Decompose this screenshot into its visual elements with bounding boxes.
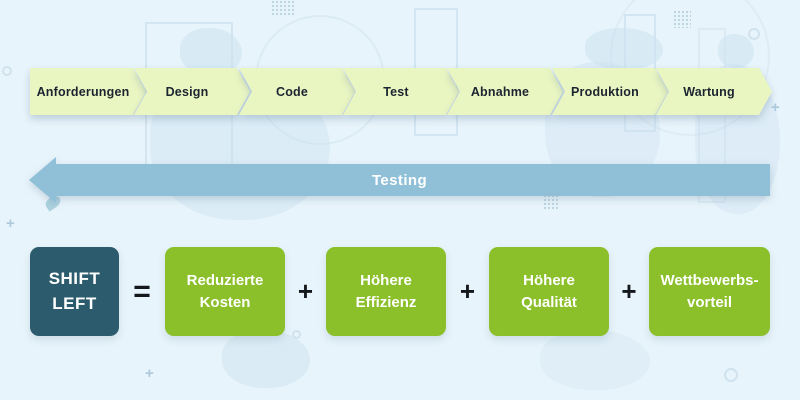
shift-left-box: SHIFT LEFT <box>30 247 119 336</box>
pipeline-stage-design: Design <box>134 68 250 115</box>
pipeline-stage-wartung: Wartung <box>656 68 772 115</box>
benefit-box-reduzierte-kosten: Reduzierte Kosten <box>165 247 285 336</box>
background-circle <box>2 66 12 76</box>
benefit-box-wettbewerbsvorteil: Wettbewerbs- vorteil <box>649 247 770 336</box>
background-figure <box>222 330 310 388</box>
pipeline-stage-abnahme: Abnahme <box>447 68 563 115</box>
background-figure <box>540 330 650 390</box>
background-dots <box>271 0 295 16</box>
background-figure <box>585 28 663 70</box>
pipeline-stage-code: Code <box>239 68 355 115</box>
background-plus: + <box>145 365 154 382</box>
background-dots <box>673 10 691 28</box>
testing-arrow-label: Testing <box>371 171 428 189</box>
plus-sign: + <box>459 276 476 306</box>
pipeline-stage-anforderungen: Anforderungen <box>30 68 146 115</box>
shift-left-line1: SHIFT <box>48 268 101 288</box>
shift-left-line2: LEFT <box>52 293 97 313</box>
testing-arrow-shape: Testing <box>29 157 770 203</box>
testing-arrow: Testing <box>29 157 770 203</box>
background-circle <box>748 28 760 40</box>
background-figure <box>718 34 754 68</box>
plus-sign: + <box>621 276 637 306</box>
pipeline-stage-produktion: Produktion <box>552 68 668 115</box>
plus-sign: + <box>297 276 314 306</box>
benefit-box-hoehere-qualitaet: Höhere Qualität <box>489 247 609 336</box>
benefit-box-hoehere-effizienz: Höhere Effizienz <box>326 247 446 336</box>
background-plus: + <box>771 99 780 116</box>
background-plus: + <box>6 215 15 232</box>
equals-sign: = <box>133 274 151 308</box>
background-circle <box>724 368 738 382</box>
pipeline-stage-test: Test <box>343 68 459 115</box>
